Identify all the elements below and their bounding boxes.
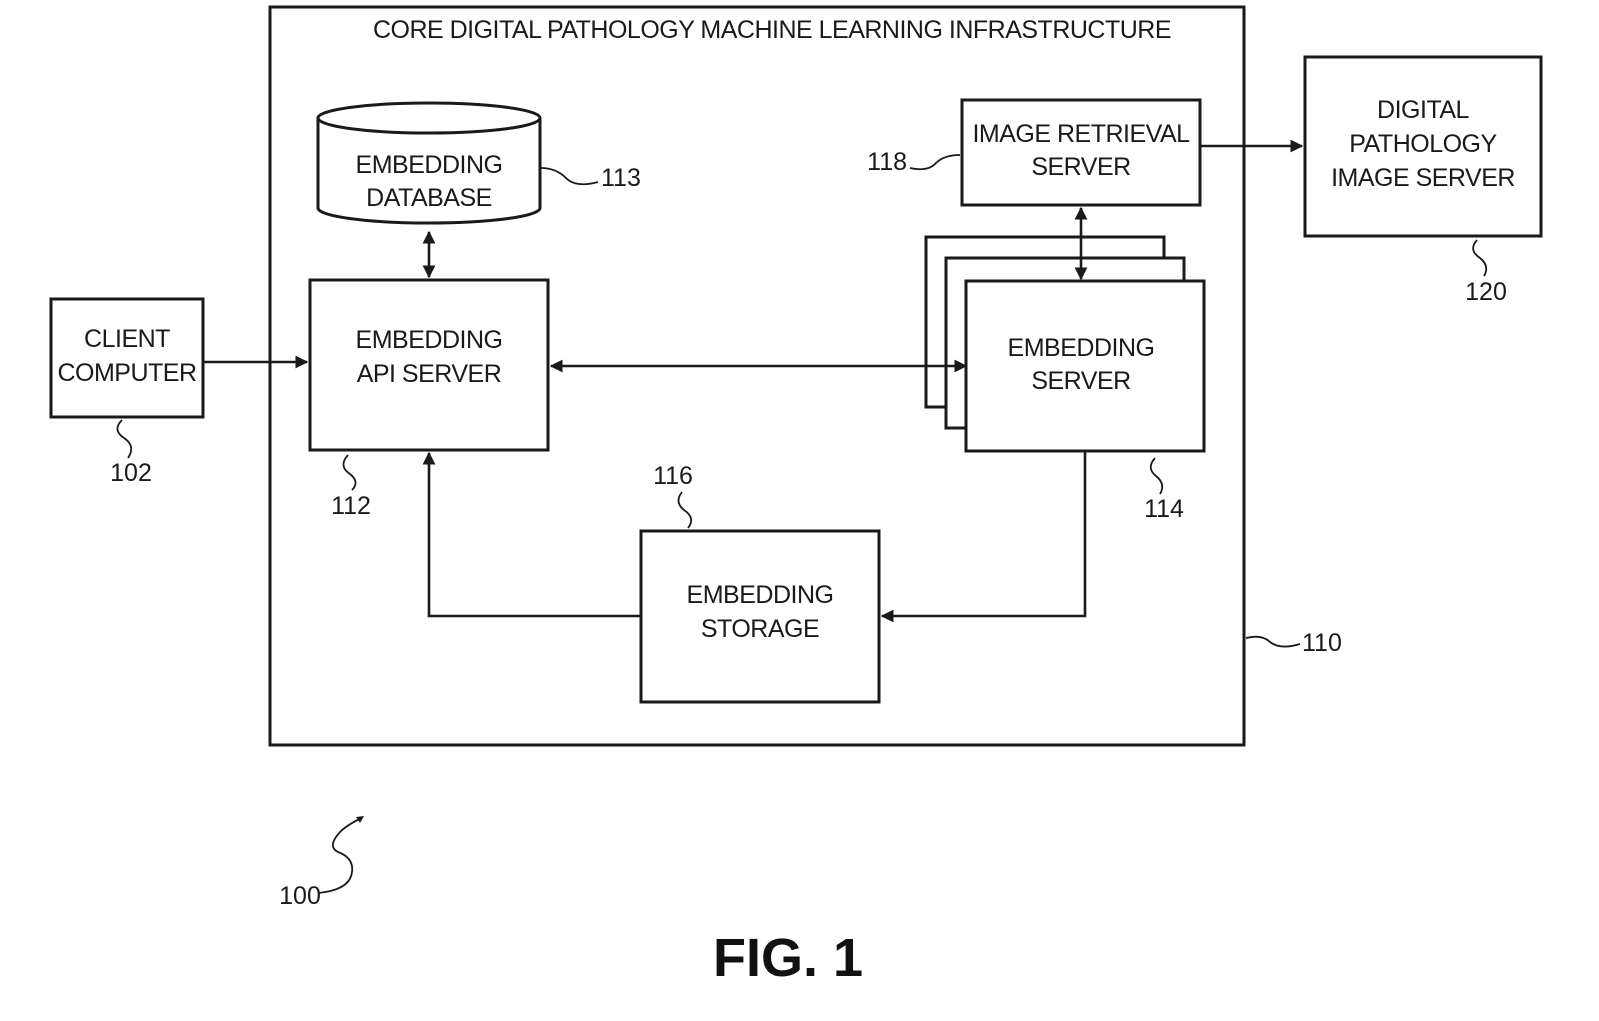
ref-120: 120 — [1465, 278, 1507, 306]
ref-116: 116 — [653, 462, 693, 490]
embedding-server-label-line1: EMBEDDING — [1008, 334, 1155, 362]
leader-120 — [1473, 240, 1486, 276]
embedding-database-label-line2: DATABASE — [366, 184, 492, 212]
embedding-storage-box: EMBEDDING STORAGE — [641, 531, 879, 702]
figure-label: FIG. 1 — [713, 928, 863, 988]
image-retrieval-server-box: IMAGE RETRIEVAL SERVER — [962, 100, 1200, 205]
leader-110 — [1246, 637, 1300, 647]
embedding-storage-label-line2: STORAGE — [701, 615, 819, 643]
digital-pathology-image-server-box: DIGITAL PATHOLOGY IMAGE SERVER — [1305, 57, 1541, 236]
infrastructure-title: CORE DIGITAL PATHOLOGY MACHINE LEARNING … — [373, 16, 1171, 44]
ref-113: 113 — [601, 164, 641, 192]
digital-pathology-image-server-label-line1: DIGITAL — [1377, 96, 1469, 124]
embedding-storage-label-line1: EMBEDDING — [687, 581, 834, 609]
digital-pathology-image-server-label-line3: IMAGE SERVER — [1331, 164, 1515, 192]
ref-112: 112 — [331, 492, 371, 520]
client-computer-label-line1: CLIENT — [84, 325, 170, 353]
embedding-api-server-label-line1: EMBEDDING — [356, 326, 503, 354]
embedding-database-label-line1: EMBEDDING — [356, 151, 503, 179]
embedding-database-cylinder: EMBEDDING DATABASE — [318, 103, 540, 223]
ref-100: 100 — [279, 882, 321, 910]
leader-102 — [117, 420, 131, 458]
ref-110: 110 — [1302, 629, 1342, 657]
embedding-server-stack: EMBEDDING SERVER — [926, 237, 1204, 451]
digital-pathology-image-server-label-line2: PATHOLOGY — [1349, 130, 1497, 158]
leader-100 — [318, 818, 362, 893]
embedding-server-label-line2: SERVER — [1031, 367, 1130, 395]
embedding-api-server-label-line2: API SERVER — [357, 360, 502, 388]
client-computer-label-line2: COMPUTER — [57, 359, 196, 387]
embedding-api-server-box: EMBEDDING API SERVER — [310, 280, 548, 450]
image-retrieval-server-label-line2: SERVER — [1031, 153, 1130, 181]
ref-118: 118 — [867, 148, 907, 176]
image-retrieval-server-label-line1: IMAGE RETRIEVAL — [972, 120, 1190, 148]
ref-102: 102 — [110, 459, 152, 487]
client-computer-box: CLIENT COMPUTER — [51, 299, 203, 417]
ref-114: 114 — [1144, 495, 1184, 523]
